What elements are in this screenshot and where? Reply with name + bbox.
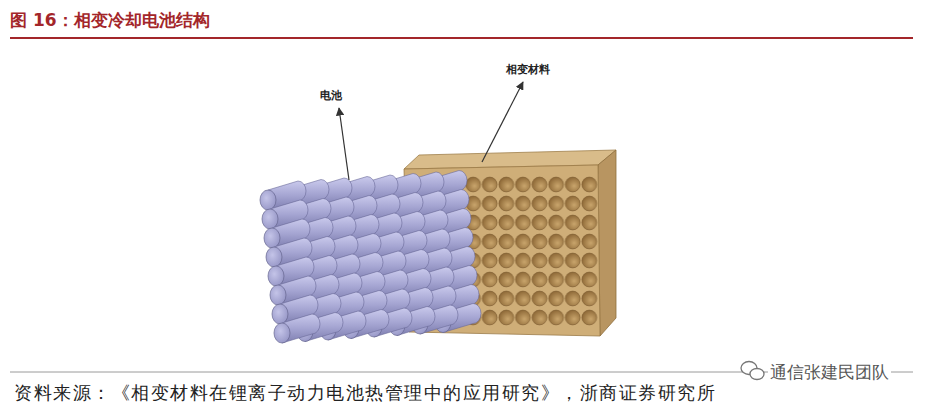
watermark: 通信张建民团队 [768, 361, 891, 384]
part-label: 相变材料 [506, 62, 550, 77]
battery-pack [260, 171, 481, 344]
leader-arrow [339, 108, 349, 180]
source-caption: 资料来源：《相变材料在锂离子动力电池热管理中的应用研究》，浙商证券研究所 [14, 381, 716, 405]
figure-title: 图 16：相变冷却电池结构 [10, 9, 210, 32]
part-label: 电池 [320, 88, 342, 103]
wechat-icon [741, 362, 764, 380]
leader-arrow [482, 82, 523, 162]
title-rule [10, 37, 913, 39]
